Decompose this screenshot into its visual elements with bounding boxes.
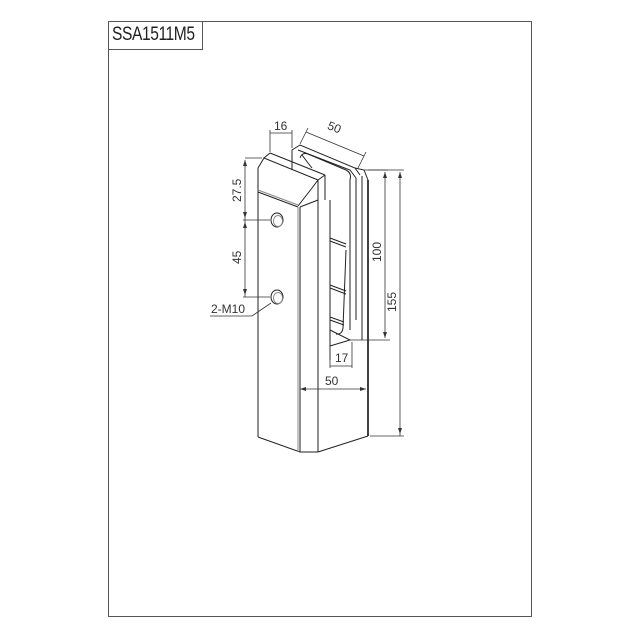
dim-16: 16 <box>274 119 288 133</box>
dim-27-5: 27.5 <box>230 178 244 202</box>
mounting-holes <box>270 212 284 305</box>
dimension-lines <box>210 127 404 437</box>
hole-upper <box>270 212 284 228</box>
dim-50-base: 50 <box>325 374 339 388</box>
drawing-frame <box>108 21 532 617</box>
dim-155: 155 <box>385 292 399 312</box>
hole-callout: 2-M10 <box>211 302 245 316</box>
dim-17: 17 <box>335 351 349 365</box>
dim-50-top: 50 <box>326 118 344 136</box>
hole-lower <box>270 289 284 305</box>
dim-100: 100 <box>370 242 384 262</box>
clamp-body <box>257 144 369 453</box>
title-block: SSA1511M5 <box>108 21 203 50</box>
part-number: SSA1511M5 <box>112 24 195 45</box>
dim-45: 45 <box>230 250 244 264</box>
